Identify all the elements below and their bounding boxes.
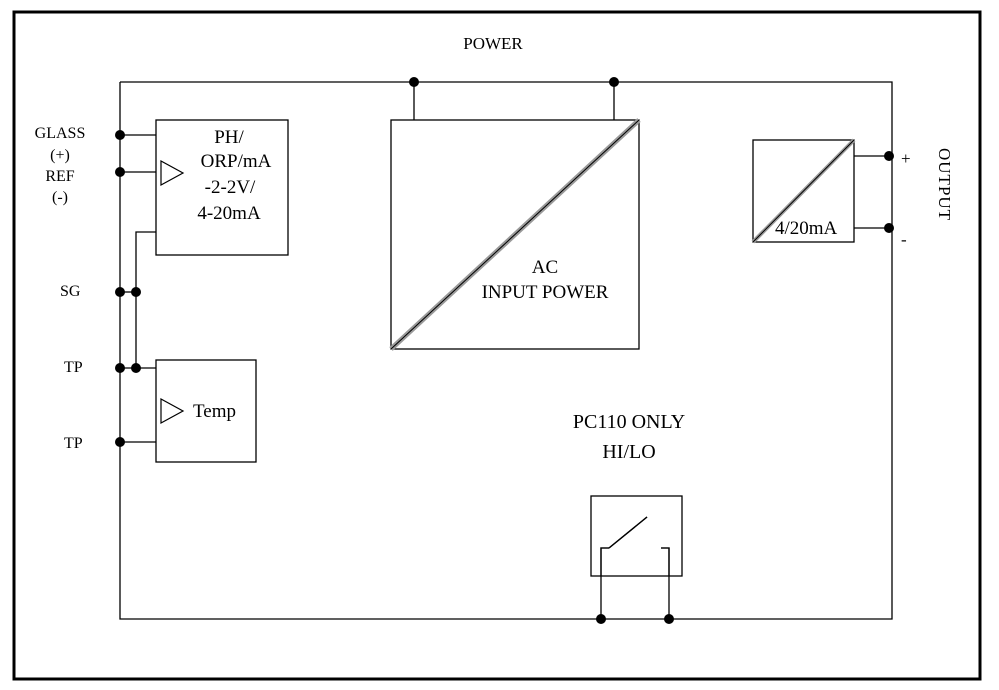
power-label: POWER [463,34,523,53]
junction-dot-output-plus [884,151,894,161]
junction-dot-glass [115,130,125,140]
ac-block-diagonal [390,119,640,350]
junction-dot-relay-left [596,614,606,624]
junction-dot-sg-inner [131,287,141,297]
amplifier-icon [160,159,185,187]
terminal-glass-sign: (+) [50,147,70,164]
junction-dot-tp1 [115,363,125,373]
relay-hi-lo-box [590,495,683,577]
ph-block-line1: PH/ [214,127,244,148]
terminal-sg-label: SG [60,283,81,300]
junction-dots [115,77,894,624]
junction-dot [609,77,619,87]
junction-dot-tp2 [115,437,125,447]
junction-dot [409,77,419,87]
junction-dot-tp1-inner [131,363,141,373]
junction-dot-relay-right [664,614,674,624]
ph-block-line2: ORP/mA [200,151,272,172]
terminal-tp1-label: TP [64,359,83,376]
terminal-glass-label: GLASS [34,125,86,142]
output-block-diagonal [752,139,855,243]
ph-orp-block [155,119,289,256]
output-plus-sign: + [901,149,911,168]
ac-block-line1: AC [531,257,559,278]
output-label: OUTPUT [935,148,954,222]
output-block-label: 4/20mA [775,218,838,239]
terminal-ref-sign: (-) [52,189,68,206]
ph-block-line4: 4-20mA [197,203,261,224]
temp-block-label: Temp [193,401,236,422]
junction-dot-output-minus [884,223,894,233]
relay-line2: HI/LO [602,441,656,463]
terminal-tp2-label: TP [64,435,83,452]
relay-line1: PC110 ONLY [572,411,686,433]
output-minus-sign: - [901,230,907,249]
junction-dot-sg [115,287,125,297]
ph-block-line3: -2-2V/ [204,177,256,198]
relay-switch-icon [600,516,670,576]
terminal-ref-label: REF [45,168,75,185]
temp-amplifier-icon [160,397,185,425]
ac-block-line2: INPUT POWER [481,282,609,303]
outer-frame [12,10,982,681]
junction-dot-ref [115,167,125,177]
